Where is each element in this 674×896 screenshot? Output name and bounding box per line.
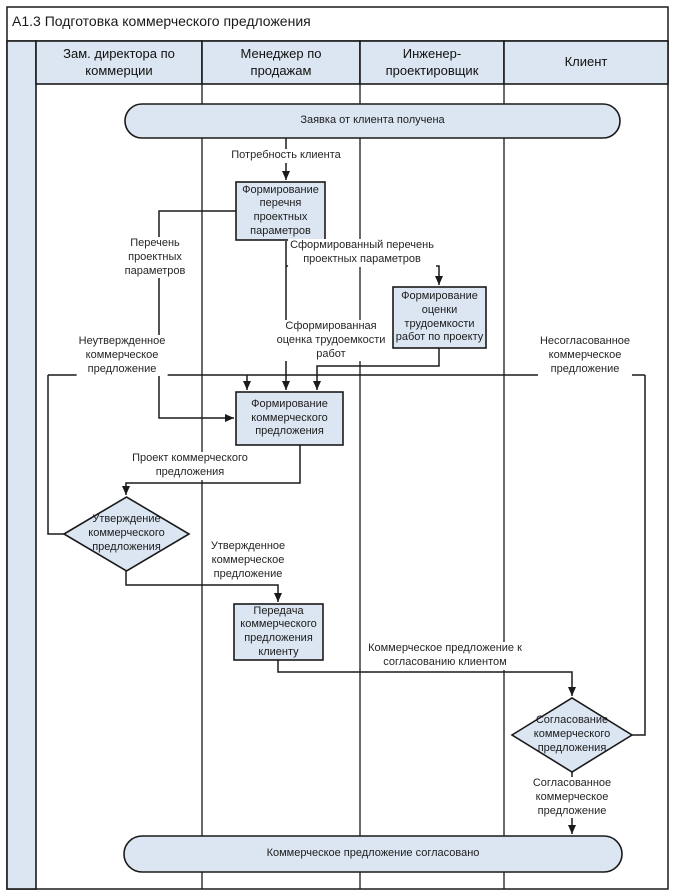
edge-label-params-list: Перечень проектных параметров <box>122 237 188 279</box>
lane-header-cell-2 <box>201 40 361 85</box>
edge-label-formed-estimate: Сформированная оценка трудоемкости работ <box>274 320 388 362</box>
edge-label-client-need: Потребность клиента <box>229 149 343 163</box>
edge-label-offer-to-agreement: Коммерческое предложение к согласованию … <box>366 642 524 670</box>
edge-estimate-to-form-offer <box>313 348 440 390</box>
decision-agree-offer-label: Согласование коммерческого предложения <box>533 714 611 754</box>
lane-header-cell-4 <box>503 40 669 85</box>
process-transfer-offer-label: Передача коммерческого предложения клиен… <box>240 604 317 658</box>
lane-header-deputy-director: Зам. директора по коммерции <box>63 45 175 78</box>
process-form-params <box>235 181 326 241</box>
lane-header-cell-3 <box>359 40 505 85</box>
edge-params-list-to-form-offer <box>158 210 236 422</box>
decision-agree-offer <box>510 697 634 773</box>
decision-approve-offer-label: Утверждение коммерческого предложения <box>88 513 165 553</box>
edge-label-agreed-offer: Согласованное коммерческое предложение <box>530 777 614 819</box>
edge-approved-to-transfer <box>125 571 282 602</box>
process-form-estimate-label: Формирование оценки трудоемкости работ п… <box>395 290 484 344</box>
edge-unapproved-feedback <box>47 375 64 535</box>
lane-header-client: Клиент <box>564 54 608 70</box>
edge-not-agreed-feedback <box>632 375 646 736</box>
process-form-offer <box>235 391 344 446</box>
decision-approve-offer <box>62 496 191 572</box>
edge-label-unapproved-offer: Неутвержденное коммерческое предложение <box>76 335 168 377</box>
edge-label-not-agreed-offer: Несогласованное коммерческое предложение <box>537 335 633 377</box>
diagram-title: A1.3 Подготовка коммерческого предложени… <box>12 13 311 29</box>
edge-formed-params-to-estimate <box>286 265 443 285</box>
lane-header-sales-manager: Менеджер по продажам <box>240 45 322 78</box>
edge-label-approved-offer: Утвержденное коммерческое предложение <box>208 540 288 582</box>
edge-label-formed-params: Сформированный перечень проектных параме… <box>288 239 436 267</box>
process-form-params-label: Формирование перечня проектных параметро… <box>242 183 319 237</box>
edge-label-draft-offer: Проект коммерческого предложения <box>130 452 250 480</box>
process-transfer-offer <box>233 603 324 661</box>
lane-header-design-engineer: Инженер- проектировщик <box>385 45 479 78</box>
process-form-offer-label: Формирование коммерческого предложения <box>251 397 328 438</box>
start-terminator-label: Заявка от клиента получена <box>300 114 445 127</box>
process-form-estimate <box>392 286 487 349</box>
left-strip <box>6 40 37 890</box>
edge-transfer-to-agreement <box>277 660 576 696</box>
edge-draft-to-approval <box>122 445 301 495</box>
end-terminator <box>123 835 623 873</box>
start-terminator <box>124 103 621 139</box>
end-terminator-label: Коммерческое предложение согласовано <box>266 847 480 860</box>
